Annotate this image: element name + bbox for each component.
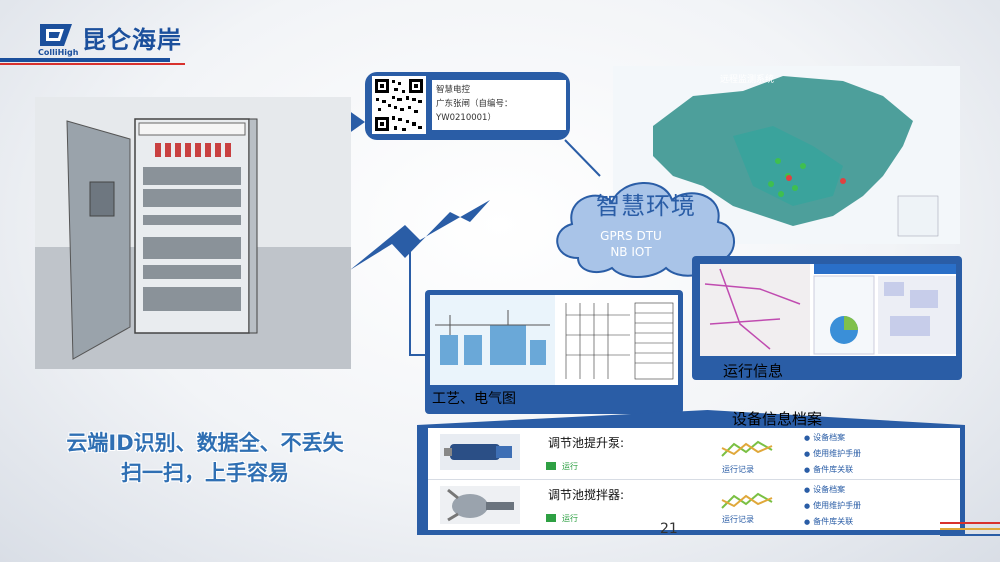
slogan: 云端ID识别、数据全、不丢失 扫一扫，上手容易 bbox=[40, 428, 370, 488]
run-record-link[interactable]: 运行记录 bbox=[722, 515, 754, 524]
cloud-protocols: GPRS DTU NB IOT bbox=[586, 228, 676, 260]
run-record-link[interactable]: 运行记录 bbox=[722, 465, 754, 474]
maintenance-manual-link[interactable]: 使用维护手册 bbox=[804, 448, 861, 459]
chart-trend-icon[interactable] bbox=[720, 488, 774, 514]
electrical-cabinet-image bbox=[35, 97, 351, 369]
equipment-name[interactable]: 调节池搅拌器: bbox=[548, 488, 625, 502]
operation-info-label: 运行信息 bbox=[723, 362, 784, 380]
protocol-gprs: GPRS DTU bbox=[600, 229, 662, 243]
maintenance-manual-link[interactable]: 使用维护手册 bbox=[804, 500, 861, 511]
page-number: 21 bbox=[660, 521, 678, 537]
chart-trend-icon[interactable] bbox=[720, 436, 774, 462]
equipment-file-link[interactable]: 设备档案 bbox=[804, 484, 845, 495]
qr-title: 智慧电控 bbox=[436, 85, 471, 95]
slogan-line-2: 扫一扫，上手容易 bbox=[121, 461, 289, 485]
header-rule-accent bbox=[0, 63, 185, 65]
operation-screenshot bbox=[700, 264, 956, 356]
spare-parts-link[interactable]: 备件库关联 bbox=[804, 464, 853, 475]
lightning-bolt-icon bbox=[350, 200, 490, 270]
qr-device-id: 广东张闸（自编号：YW0210001） bbox=[436, 99, 513, 123]
protocol-nbiot: NB IOT bbox=[610, 245, 652, 259]
corner-stripes-decoration bbox=[940, 522, 1000, 536]
qr-code-icon[interactable] bbox=[372, 76, 426, 134]
process-diagram-screenshot bbox=[430, 295, 678, 385]
logo-text: 昆仑海岸 bbox=[82, 26, 182, 54]
header-rule bbox=[0, 58, 170, 62]
cloud-title: 智慧环境 bbox=[596, 192, 696, 220]
equipment-name[interactable]: 调节池提升泵: bbox=[548, 436, 625, 450]
spare-parts-link[interactable]: 备件库关联 bbox=[804, 516, 853, 527]
cloud-icon bbox=[556, 182, 735, 278]
slogan-line-1: 云端ID识别、数据全、不丢失 bbox=[66, 431, 344, 455]
map-title: 远程监测系统 bbox=[720, 75, 775, 85]
company-logo-icon bbox=[40, 24, 72, 46]
equipment-archive-title: 设备信息档案 bbox=[732, 410, 823, 428]
qr-to-cloud-connector bbox=[564, 139, 601, 177]
status-text: 运行 bbox=[562, 514, 578, 523]
equipment-file-link[interactable]: 设备档案 bbox=[804, 432, 845, 443]
equipment-archive-card: 调节池提升泵: 运行 运行记录 设备档案 使用维护手册 备件库关联 调节池搅拌器… bbox=[428, 428, 960, 530]
status-text: 运行 bbox=[562, 462, 578, 471]
status-indicator bbox=[546, 462, 556, 470]
row-divider bbox=[428, 479, 960, 480]
bracket-connector bbox=[409, 250, 425, 356]
pump-image bbox=[440, 434, 520, 470]
mixer-image bbox=[440, 486, 520, 524]
logo-subtext: ColliHigh bbox=[38, 48, 79, 57]
process-diagram-label: 工艺、电气图 bbox=[432, 391, 516, 407]
status-indicator bbox=[546, 514, 556, 522]
qr-info-text: 智慧电控 广东张闸（自编号：YW0210001） bbox=[432, 80, 566, 130]
